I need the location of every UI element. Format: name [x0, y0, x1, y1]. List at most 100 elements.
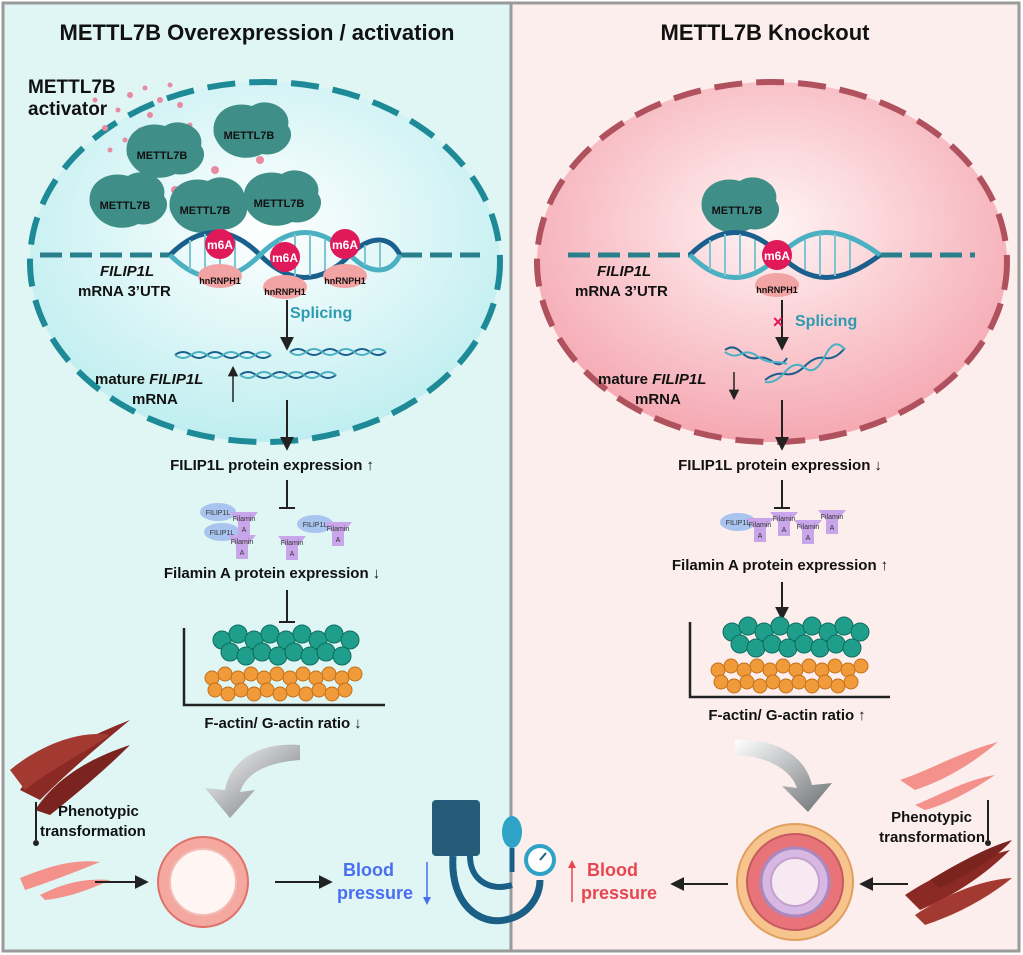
left-utr-gene: FILIP1L [100, 263, 154, 280]
svg-text:A: A [758, 533, 763, 540]
svg-text:METTL7B: METTL7B [100, 200, 151, 212]
left-title: METTL7B Overexpression / activation [60, 20, 455, 45]
svg-text:FILIP1L: FILIP1L [206, 510, 231, 517]
svg-text:A: A [290, 551, 295, 558]
svg-text:A: A [830, 525, 835, 532]
m6a-mark: m6A hnRNPH1 [263, 242, 307, 299]
right-filip1l-filamin-complex: FILIP1L Filamin A Filamin A Filamin A Fi… [720, 510, 846, 544]
right-mature-prefix: mature FILIP1L [598, 371, 706, 388]
left-actin-ratio: F-actin/ G-actin ratio↓ [204, 715, 361, 732]
f-actin-icon [204, 666, 363, 702]
right-phenotypic-1: Phenotypic [891, 809, 972, 826]
enzyme-blob: METTL7B [213, 102, 292, 158]
left-smc-contractile-icon [10, 720, 130, 815]
enzyme-blob: METTL7B [243, 170, 322, 226]
enzyme-blob: METTL7B [89, 172, 168, 228]
right-utr-gene: FILIP1L [597, 263, 651, 280]
sphygmomanometer-icon [432, 800, 556, 925]
enzyme-blob: METTL7B [701, 177, 780, 233]
left-phenotype-dot [33, 840, 39, 846]
g-actin-icon [212, 624, 360, 666]
svg-text:hnRNPH1: hnRNPH1 [756, 285, 798, 295]
svg-text:Filamin: Filamin [233, 516, 256, 523]
right-bp-up-arrowhead [568, 860, 576, 868]
svg-text:m6A: m6A [332, 238, 358, 252]
right-blood-vessel-icon [736, 823, 854, 941]
left-m6a-sites: m6A hnRNPH1 m6A hnRNPH1 m6A hnRNPH1 [198, 229, 367, 299]
left-splicing-label: Splicing [290, 305, 352, 322]
activator-label-1: METTL7B [28, 77, 116, 98]
right-protein-expression: FILIP1L protein expression↓ [678, 457, 882, 474]
svg-text:Filamin: Filamin [327, 526, 350, 533]
left-inhibition-1 [279, 480, 295, 509]
activator-label-2: activator [28, 99, 108, 120]
svg-text:Filamin: Filamin [281, 540, 304, 547]
left-mature-suffix: mRNA [132, 391, 178, 408]
left-utr-suffix: mRNA 3’UTR [78, 283, 171, 300]
svg-text:Filamin: Filamin [749, 522, 772, 529]
svg-text:Filamin: Filamin [231, 539, 254, 546]
right-splicing-label: Splicing [795, 313, 857, 330]
svg-text:m6A: m6A [764, 249, 790, 263]
svg-text:A: A [336, 537, 341, 544]
right-unspliced-mrna-icon [724, 343, 846, 384]
svg-text:A: A [806, 535, 811, 542]
svg-text:METTL7B: METTL7B [224, 130, 275, 142]
enzyme-blob: METTL7B [126, 122, 205, 178]
left-bp-2: pressure [337, 883, 413, 903]
left-smc-synthetic-icon [20, 861, 110, 900]
right-inhibition-1 [774, 480, 790, 509]
left-phenotypic-1: Phenotypic [58, 803, 139, 820]
svg-text:hnRNPH1: hnRNPH1 [324, 276, 366, 286]
svg-text:METTL7B: METTL7B [712, 205, 763, 217]
right-phenotypic-2: transformation [879, 829, 985, 846]
right-splicing-blocked-icon: × [773, 312, 784, 332]
left-mature-prefix: mature FILIP1L [95, 371, 203, 388]
right-mature-suffix: mRNA [635, 391, 681, 408]
right-utr-suffix: mRNA 3’UTR [575, 283, 668, 300]
left-transition-arrow-icon [205, 744, 300, 818]
left-mature-mrna-icon [174, 348, 387, 379]
svg-text:Filamin: Filamin [797, 524, 820, 531]
left-actin-plot [182, 624, 385, 707]
right-transition-arrow-icon [735, 739, 832, 812]
svg-text:METTL7B: METTL7B [137, 150, 188, 162]
right-smc-contractile-icon [905, 840, 1012, 925]
m6a-mark: m6A hnRNPH1 [198, 229, 242, 288]
svg-text:FILIP1L: FILIP1L [210, 530, 235, 537]
svg-text:Filamin: Filamin [773, 516, 796, 523]
svg-text:Filamin: Filamin [821, 514, 844, 521]
left-filamin-expression: Filamin A protein expression↓ [164, 565, 380, 582]
f-actin-icon [710, 658, 869, 694]
svg-text:m6A: m6A [272, 251, 298, 265]
enzyme-blob: METTL7B [169, 177, 248, 233]
right-bp-2: pressure [581, 883, 657, 903]
left-bp-1: Blood [343, 860, 394, 880]
right-filamin-expression: Filamin A protein expression↑ [672, 557, 888, 574]
left-filip1l-filamin-complex: FILIP1L FILIP1L FILIP1L Filamin A Filami… [200, 503, 352, 560]
left-inhibition-2 [279, 590, 295, 623]
left-bp-down-arrowhead [423, 897, 431, 905]
svg-text:A: A [782, 527, 787, 534]
svg-text:hnRNPH1: hnRNPH1 [199, 276, 241, 286]
svg-text:METTL7B: METTL7B [254, 198, 305, 210]
right-actin-ratio: F-actin/ G-actin ratio↑ [708, 707, 865, 724]
right-smc-synthetic-icon [900, 742, 998, 810]
svg-text:FILIP1L: FILIP1L [303, 522, 328, 529]
right-phenotype-dot [985, 840, 991, 846]
svg-text:METTL7B: METTL7B [180, 205, 231, 217]
svg-text:A: A [242, 527, 247, 534]
svg-text:FILIP1L: FILIP1L [726, 520, 751, 527]
g-actin-icon [722, 616, 870, 658]
left-enzyme-cluster: METTL7B METTL7B METTL7B METTL7B METTL7B [89, 102, 322, 233]
left-phenotypic-2: transformation [40, 823, 146, 840]
left-blood-vessel-icon [157, 836, 249, 928]
m6a-mark: m6A hnRNPH1 [755, 240, 799, 297]
svg-text:m6A: m6A [207, 238, 233, 252]
right-actin-plot [688, 616, 890, 699]
left-protein-expression: FILIP1L protein expression↑ [170, 457, 374, 474]
right-bp-1: Blood [587, 860, 638, 880]
svg-text:A: A [240, 550, 245, 557]
